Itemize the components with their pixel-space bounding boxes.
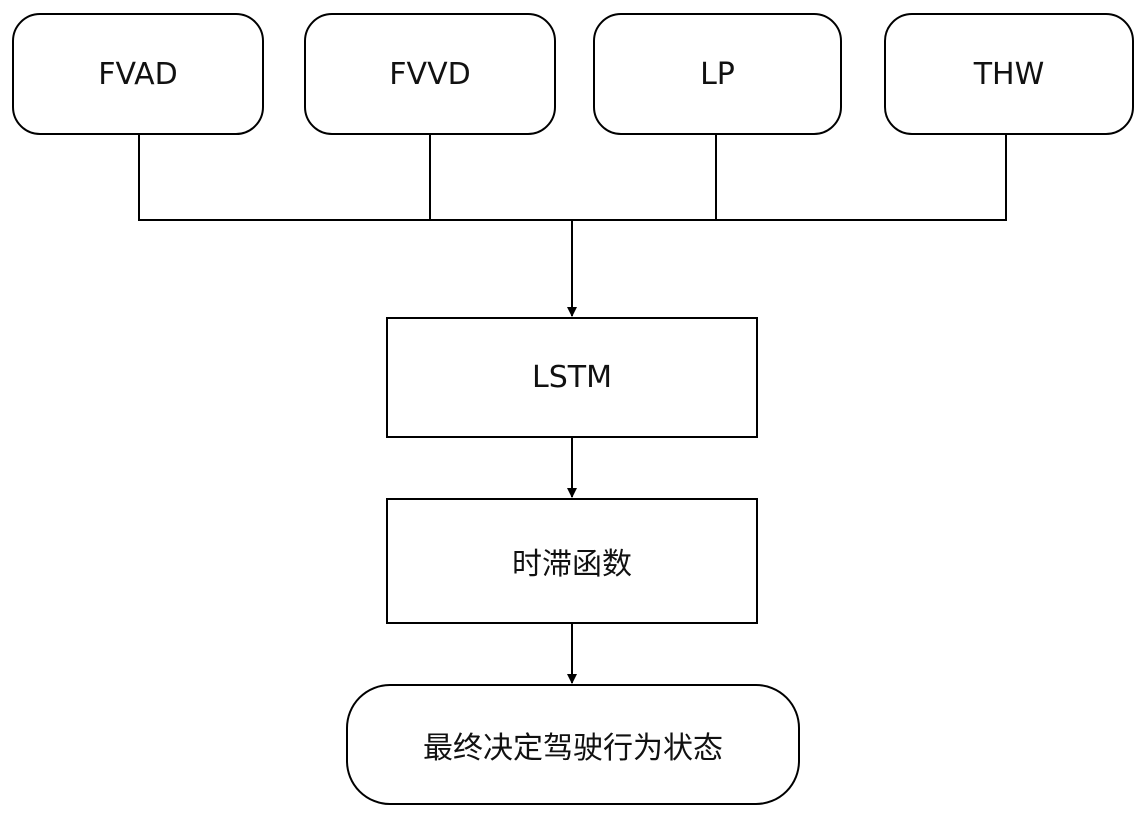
input-node-fvvd-label: FVVD [389,56,471,92]
input-node-thw-label: THW [973,56,1045,92]
input-node-lp-label: LP [700,56,735,92]
input-node-fvvd: FVVD [304,13,556,135]
input-node-lp: LP [593,13,842,135]
time-delay-function-node: 时滞函数 [386,498,758,624]
final-driving-state-node: 最终决定驾驶行为状态 [346,684,800,805]
input-node-fvad-label: FVAD [98,56,178,92]
input-node-thw: THW [884,13,1134,135]
final-driving-state-label: 最终决定驾驶行为状态 [423,730,723,766]
lstm-node-label: LSTM [532,360,612,395]
lstm-node: LSTM [386,317,758,438]
time-delay-function-label: 时滞函数 [512,547,632,582]
input-node-fvad: FVAD [12,13,264,135]
